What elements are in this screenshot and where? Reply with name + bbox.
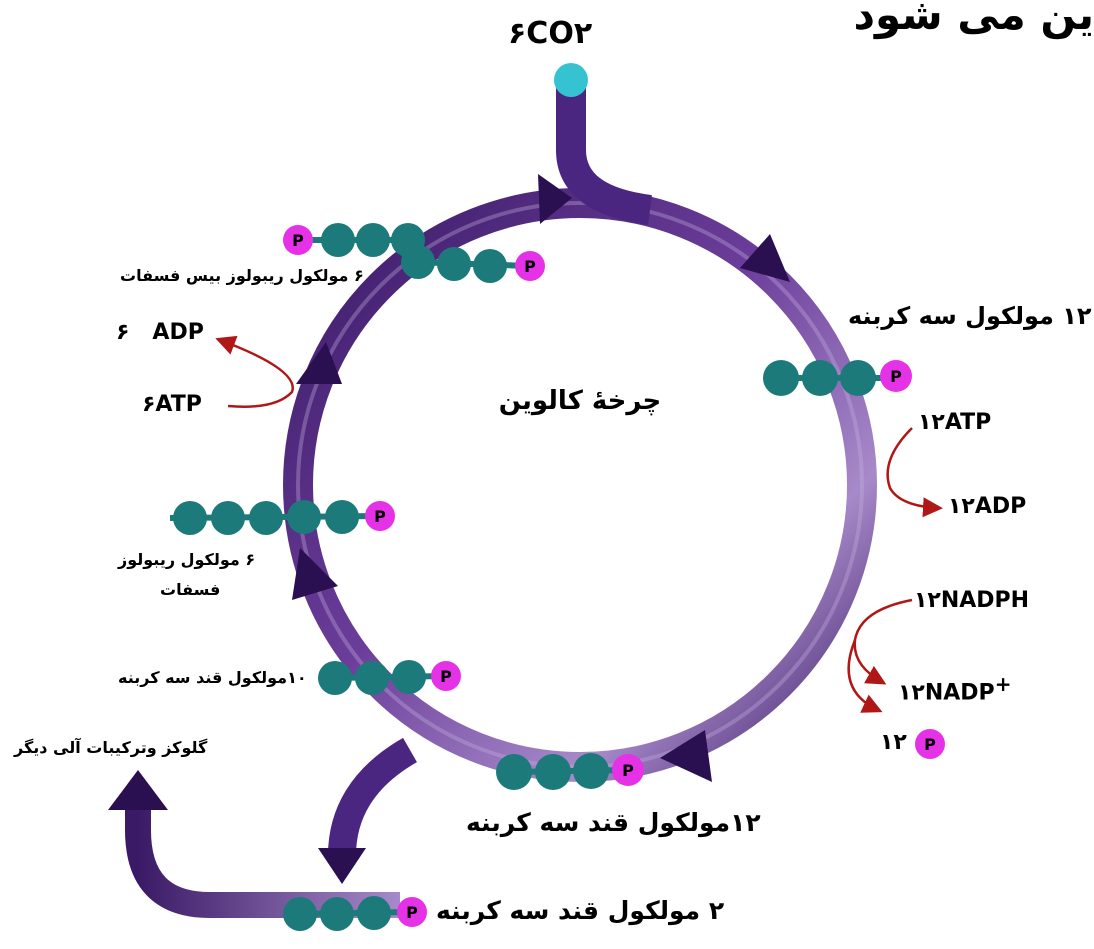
nadp12-label: ۱۲NADP+ bbox=[898, 672, 1011, 705]
adp6-number: ۶ bbox=[116, 320, 129, 345]
co2-input-tube bbox=[571, 80, 650, 210]
rubp-chain-lower: P bbox=[401, 245, 545, 283]
glucose-output-label: گلوکز وترکیبات آلی دیگر bbox=[14, 738, 207, 757]
output-branch-arrow bbox=[318, 848, 366, 884]
three-carbon-12-label: ۱۲ مولکول سه کربنه bbox=[848, 302, 1092, 330]
sugar3c-2-label: ۲ مولکول قند سه کربنه bbox=[436, 896, 724, 925]
atp6-arrow bbox=[220, 340, 293, 407]
phosphate-label: P bbox=[440, 667, 452, 686]
sugar3c-12-label: ۱۲مولکول قند سه کربنه bbox=[466, 808, 761, 837]
phosphate-label: P bbox=[406, 903, 418, 922]
rubp-chain-upper: P bbox=[283, 223, 425, 257]
output-branch-tube bbox=[342, 750, 410, 860]
sugar3c-10-label: ۱۰مولکول قند سه کربنه bbox=[118, 668, 307, 687]
adp12-label: ۱۲ADP bbox=[948, 494, 1026, 519]
rubp-label: ۶ مولکول ریبولوز بیس فسفات bbox=[120, 266, 364, 285]
ribulose-phosphate-chain: P bbox=[170, 500, 395, 535]
nadp-plus-sign: + bbox=[995, 672, 1012, 696]
ribulose-phosphate-label-line1: ۶ مولکول ریبولوز bbox=[118, 550, 255, 569]
nadp12-text: ۱۲NADP bbox=[898, 680, 995, 705]
phosphate-label: P bbox=[292, 231, 304, 250]
atp12-arrow bbox=[888, 428, 938, 508]
atp12-label: ۱۲ATP bbox=[918, 410, 991, 435]
phosphate-label: P bbox=[374, 507, 386, 526]
header-partial: ین می شود bbox=[854, 0, 1094, 39]
ribulose-phosphate-label-line2: فسفات bbox=[160, 580, 220, 599]
pi12-phosphate: P bbox=[915, 729, 945, 759]
atp6-label: ۶ATP bbox=[142, 392, 202, 417]
phosphate-label: P bbox=[890, 367, 902, 386]
nadph12-arrow bbox=[855, 600, 912, 682]
phosphate-label: P bbox=[924, 735, 936, 754]
phosphate-label: P bbox=[524, 257, 536, 276]
pi12-label: ۱۲ bbox=[880, 730, 907, 755]
glucose-exit-arrow bbox=[108, 770, 168, 810]
phosphate-label: P bbox=[622, 761, 634, 780]
adp6-label: ۶ ADP bbox=[116, 320, 204, 345]
adp6-text: ADP bbox=[152, 320, 203, 345]
co2-label: ۶CO۲ bbox=[508, 16, 592, 51]
cycle-title: چرخهٔ کالوین bbox=[480, 386, 680, 416]
co2-atom bbox=[554, 63, 588, 97]
pi12-arrow bbox=[849, 640, 878, 710]
nadph12-label: ۱۲NADPH bbox=[914, 588, 1029, 613]
